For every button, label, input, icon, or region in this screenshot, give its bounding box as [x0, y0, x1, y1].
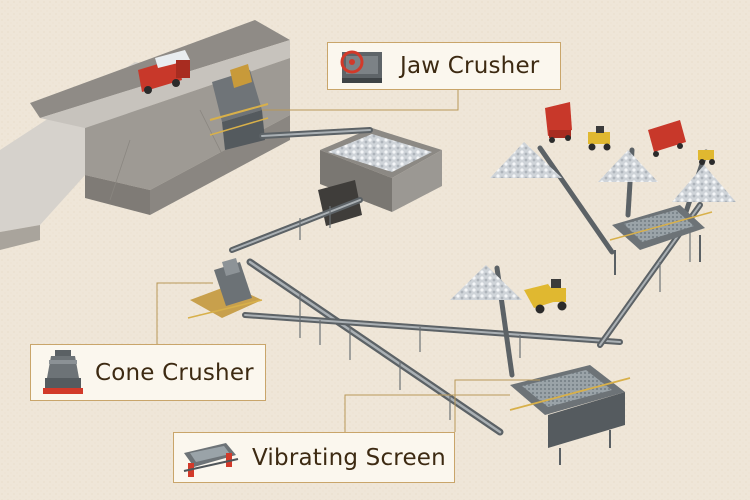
- callout-leader-lines: [156, 89, 540, 432]
- jaw-crusher-icon: [340, 50, 382, 83]
- wheel-loader-upper: [588, 126, 611, 151]
- dump-truck-left: [545, 102, 572, 143]
- stockpile-bin: [318, 128, 442, 226]
- jaw-crusher-station: [209, 64, 269, 150]
- cone-crusher-icon: [43, 349, 83, 394]
- gravel-piles: [450, 142, 736, 300]
- cone-crusher-station: [187, 258, 263, 319]
- vibrating-screen-icon: [183, 442, 239, 477]
- jaw-crusher-label: Jaw Crusher: [400, 53, 540, 79]
- vibrating-screen-label: Vibrating Screen: [252, 444, 446, 471]
- vibrating-screen-callout: Vibrating Screen: [173, 432, 455, 483]
- cone-crusher-callout: Cone Crusher: [30, 344, 266, 401]
- dump-truck-right: [648, 120, 686, 157]
- wheel-loader-far: [698, 150, 715, 165]
- cone-crusher-label: Cone Crusher: [95, 359, 254, 386]
- conveyor-supports: [299, 206, 691, 420]
- vibrating-screen-lower: [509, 365, 631, 465]
- wheel-loader-lower: [524, 279, 567, 314]
- dump-truck-platform: [138, 50, 190, 94]
- vibrating-screen-upper: [609, 205, 713, 275]
- jaw-crusher-callout: Jaw Crusher: [327, 42, 561, 90]
